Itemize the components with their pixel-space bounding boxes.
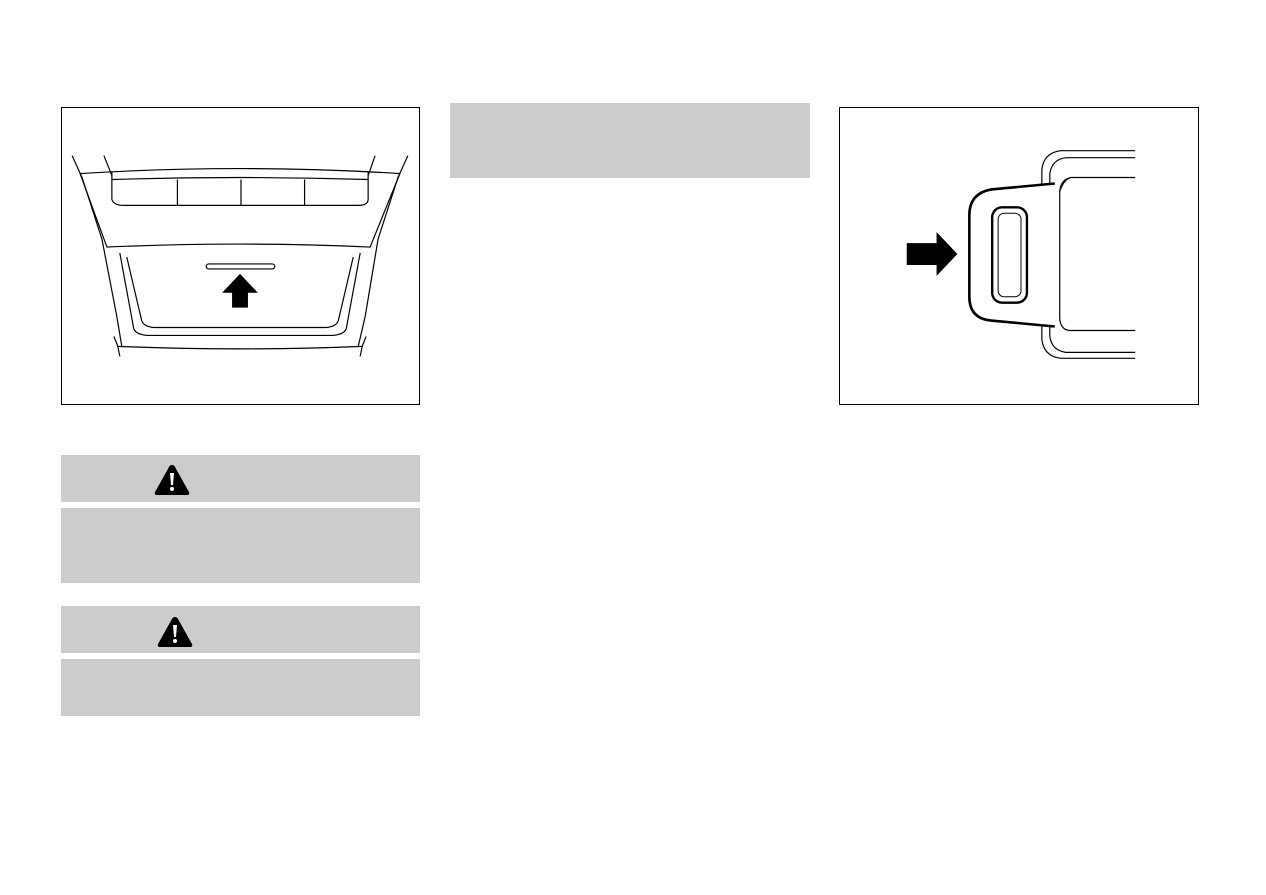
warning-triangle-icon: [156, 615, 194, 649]
warning-header-2: [61, 606, 420, 653]
overhead-console-figure: [61, 107, 420, 405]
warning-body-2: [61, 659, 420, 716]
seatbelt-buckle-figure: [839, 107, 1199, 405]
warning-header-1: [61, 455, 420, 502]
seatbelt-buckle-illustration: [906, 150, 1136, 359]
overhead-console-illustration: [71, 155, 409, 357]
section-heading-block: [450, 103, 810, 178]
warning-body-1: [61, 508, 420, 583]
warning-triangle-icon: [153, 463, 191, 497]
